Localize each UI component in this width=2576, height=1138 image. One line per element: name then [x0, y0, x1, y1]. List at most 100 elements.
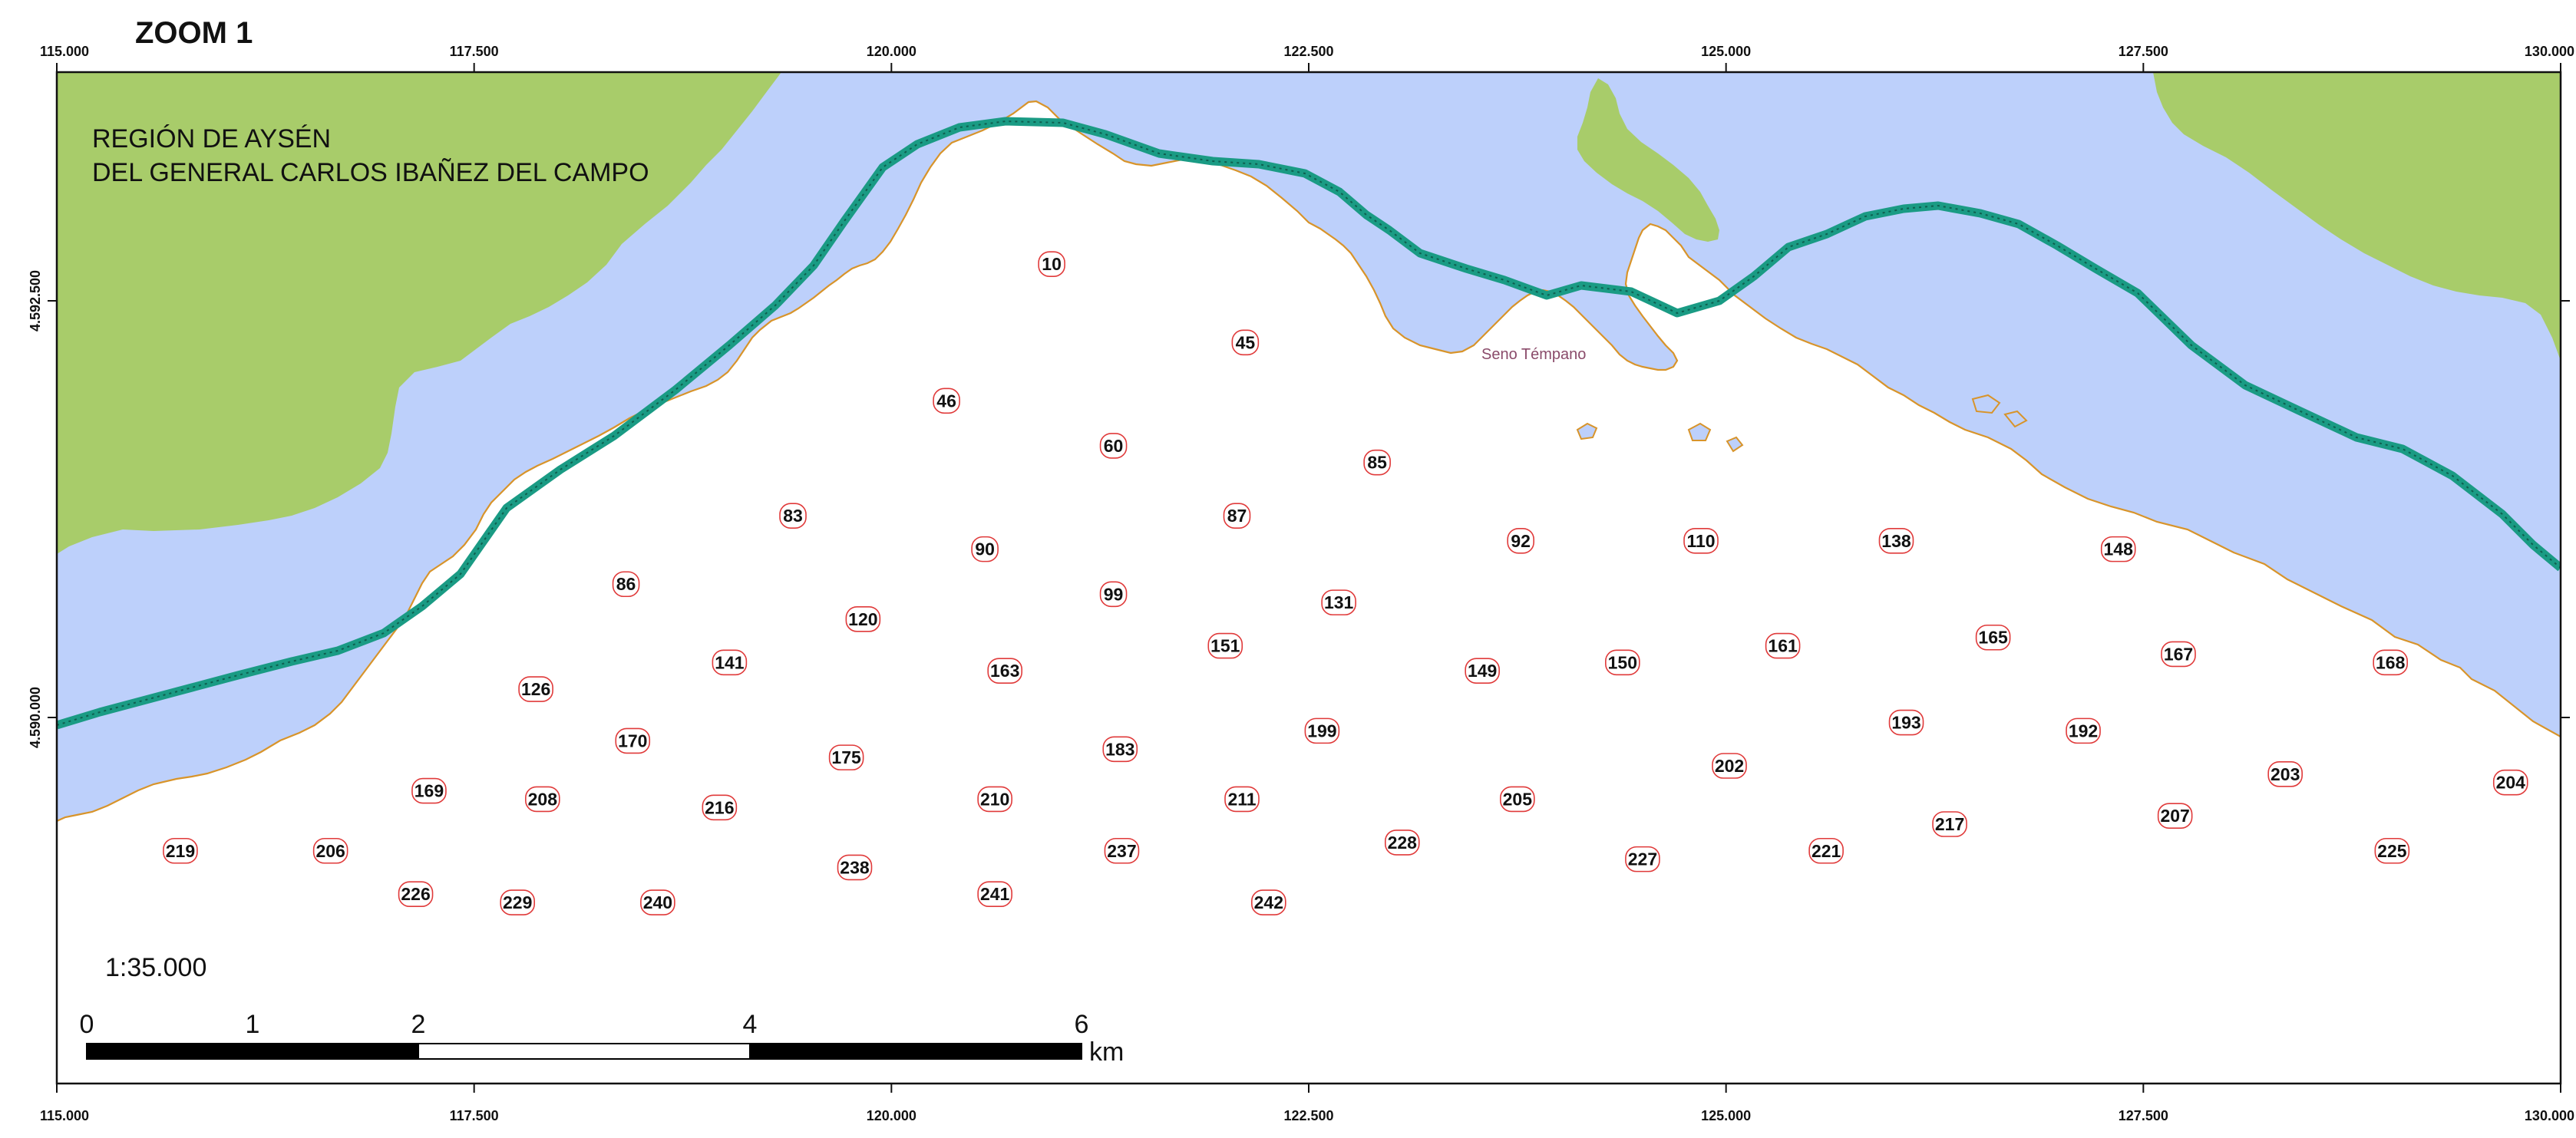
sample-point[interactable]: 210 [977, 786, 1012, 813]
sample-point-marker [1500, 786, 1535, 813]
x-tick-label-bottom: 127.500 [2119, 1108, 2168, 1123]
land-northwest [57, 72, 781, 554]
sample-point[interactable]: 90 [971, 536, 999, 562]
sample-point[interactable]: 192 [2066, 717, 2101, 744]
sample-point[interactable]: 193 [1888, 709, 1924, 736]
sample-point-marker [702, 794, 738, 821]
sample-point[interactable]: 126 [518, 676, 553, 702]
sample-point-label: 202 [1715, 756, 1744, 776]
sample-point[interactable]: 46 [933, 388, 960, 414]
sample-point[interactable]: 161 [1765, 632, 1801, 659]
x-tick-label-top: 120.000 [867, 44, 916, 59]
map-frame[interactable]: REGIÓN DE AYSÉN DEL GENERAL CARLOS IBAÑE… [57, 72, 2561, 1084]
sample-point-marker [1102, 736, 1138, 763]
sample-point-label: 163 [990, 661, 1019, 681]
sample-point[interactable]: 241 [977, 881, 1012, 908]
sample-point-marker [500, 889, 536, 915]
sample-point-marker [933, 388, 960, 414]
x-tick-label-bottom: 120.000 [867, 1108, 916, 1123]
sample-point[interactable]: 229 [500, 889, 536, 915]
water-area [57, 72, 2561, 821]
sample-point-marker [2066, 717, 2101, 744]
sample-point-label: 226 [401, 884, 430, 904]
scale-bar-label: 4 [743, 1010, 758, 1039]
sample-point[interactable]: 60 [1099, 433, 1128, 459]
sample-point-label: 161 [1768, 636, 1798, 656]
sample-point[interactable]: 208 [525, 786, 560, 813]
sample-point[interactable]: 204 [2492, 769, 2528, 796]
sample-point[interactable]: 205 [1500, 786, 1535, 813]
sample-point[interactable]: 151 [1207, 632, 1243, 659]
sample-point[interactable]: 219 [163, 837, 198, 864]
sample-point[interactable]: 150 [1605, 649, 1640, 676]
sample-point-marker [828, 744, 864, 770]
sample-point-label: 208 [528, 789, 558, 809]
sample-point-label: 151 [1210, 636, 1240, 656]
sample-point[interactable]: 167 [2161, 641, 2196, 668]
sample-point[interactable]: 99 [1099, 581, 1128, 608]
sample-point[interactable]: 237 [1104, 837, 1140, 864]
sample-point[interactable]: 226 [398, 881, 434, 908]
sample-point[interactable]: 87 [1223, 503, 1251, 529]
sample-point[interactable]: 216 [702, 794, 738, 821]
sample-point[interactable]: 169 [411, 777, 447, 804]
sample-point[interactable]: 86 [612, 571, 640, 598]
sample-point-marker [977, 786, 1012, 813]
sample-point[interactable]: 120 [845, 606, 881, 632]
sample-point-label: 169 [414, 781, 444, 801]
sample-point[interactable]: 163 [987, 658, 1023, 684]
land-northeast [2153, 72, 2561, 361]
sample-point[interactable]: 175 [828, 744, 864, 770]
sample-point[interactable]: 206 [312, 837, 348, 864]
sample-point[interactable]: 170 [615, 727, 651, 754]
sample-point[interactable]: 148 [2100, 536, 2136, 562]
sample-point-label: 203 [2271, 764, 2300, 784]
sample-point[interactable]: 221 [1808, 837, 1844, 864]
x-tick-label-top: 127.500 [2119, 44, 2168, 59]
sample-point-label: 45 [1236, 332, 1256, 352]
sample-point[interactable]: 227 [1625, 846, 1660, 872]
sample-point[interactable]: 138 [1878, 527, 1914, 554]
sample-point[interactable]: 149 [1465, 658, 1500, 684]
sample-point[interactable]: 45 [1231, 329, 1260, 356]
sample-point[interactable]: 217 [1932, 811, 1967, 837]
sample-point[interactable]: 238 [837, 854, 873, 881]
sample-point[interactable]: 110 [1683, 527, 1719, 554]
sample-points: 10 45 46 60 85 83 87 92 110 138 148 90 86 99 131 120 165… [163, 251, 2528, 915]
sample-point-marker [1765, 632, 1801, 659]
sample-point-marker [1878, 527, 1914, 554]
sample-point-label: 207 [2160, 806, 2189, 826]
islets [1576, 394, 2028, 453]
sample-point-marker [163, 837, 198, 864]
sample-point[interactable]: 240 [640, 889, 675, 915]
sample-point[interactable]: 207 [2157, 803, 2193, 829]
scale-bar-segment [418, 1043, 751, 1060]
sample-point[interactable]: 165 [1975, 624, 2011, 651]
sample-point[interactable]: 242 [1251, 889, 1286, 915]
sample-point-label: 228 [1388, 833, 1418, 853]
sample-point[interactable]: 203 [2267, 761, 2303, 787]
sample-point[interactable]: 225 [2374, 837, 2410, 864]
sample-point[interactable]: 83 [779, 503, 807, 529]
place-label: Seno Témpano [1481, 346, 1586, 363]
zoom-title: ZOOM 1 [135, 16, 253, 50]
sample-point[interactable]: 10 [1038, 251, 1065, 278]
sample-point[interactable]: 131 [1321, 589, 1356, 615]
sample-point[interactable]: 202 [1712, 753, 1747, 779]
sample-point[interactable]: 141 [712, 649, 748, 676]
sample-point-label: 193 [1891, 713, 1920, 733]
sample-point-label: 216 [705, 797, 734, 817]
sample-point[interactable]: 228 [1384, 830, 1420, 856]
sample-point[interactable]: 183 [1102, 736, 1138, 763]
sample-point-label: 192 [2069, 721, 2098, 741]
x-tick-label-bottom: 115.000 [40, 1108, 89, 1123]
x-tick-label-top: 115.000 [40, 44, 89, 59]
sample-point[interactable]: 85 [1363, 449, 1391, 476]
sample-point[interactable]: 168 [2373, 649, 2408, 676]
sample-point[interactable]: 92 [1507, 527, 1534, 554]
sample-point-marker [1099, 581, 1128, 608]
sample-point[interactable]: 199 [1304, 717, 1340, 744]
sample-point[interactable]: 211 [1224, 786, 1260, 813]
